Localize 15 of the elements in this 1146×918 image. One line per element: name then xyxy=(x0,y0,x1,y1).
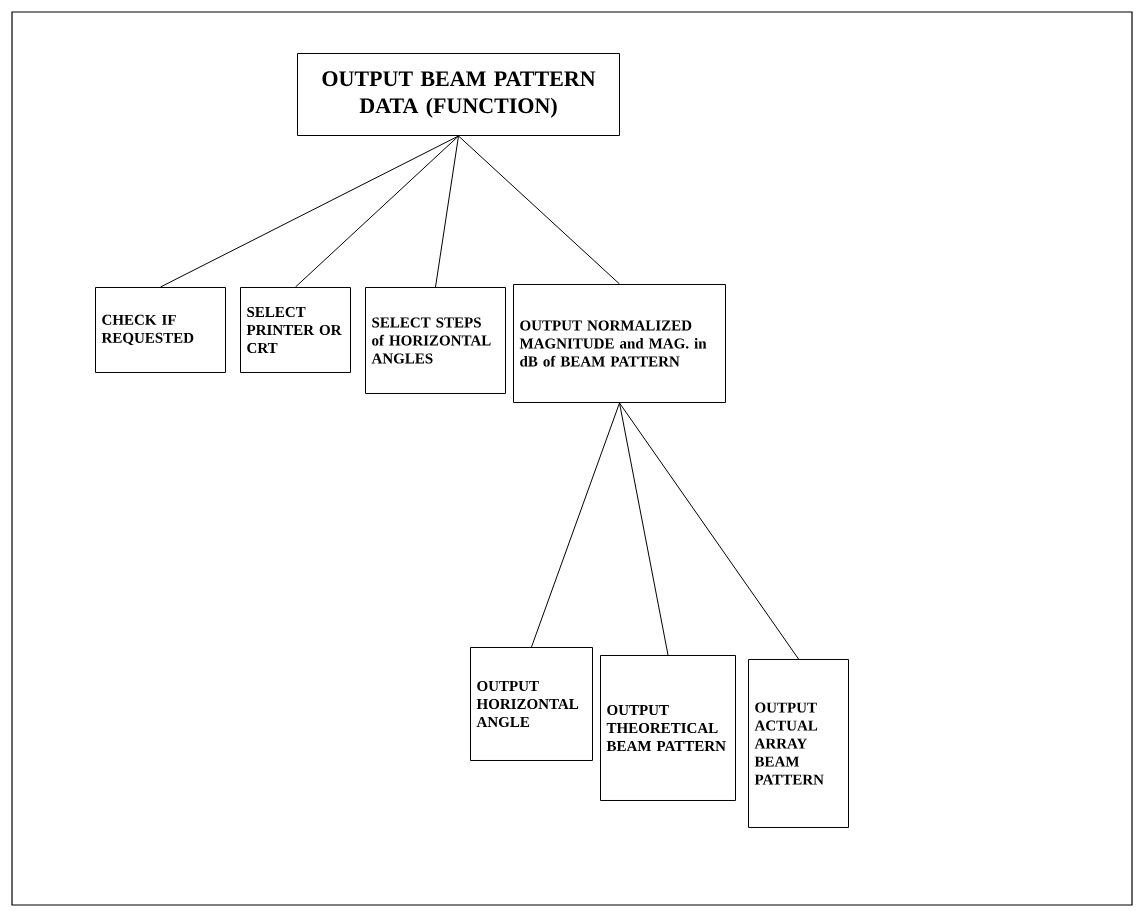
process-box: OUTPUT THEORETICAL BEAM PATTERN xyxy=(600,655,736,801)
process-box: OUTPUT HORIZONTAL ANGLE xyxy=(470,647,593,761)
title-box: OUTPUT BEAM PATTERN DATA (FUNCTION) xyxy=(297,53,620,136)
connector-line xyxy=(531,402,620,648)
process-box: OUTPUT NORMALIZED MAGNITUDE and MAG. in dB of BEAM PATTERN xyxy=(513,284,726,403)
connector-line xyxy=(435,135,459,288)
connector-line xyxy=(619,402,799,660)
connector-line xyxy=(160,135,459,288)
connector-line xyxy=(295,135,459,288)
connector-line xyxy=(619,402,669,656)
process-box: SELECT PRINTER OR CRT xyxy=(240,287,351,373)
process-box: CHECK IF REQUESTED xyxy=(95,287,226,373)
connector-line xyxy=(458,135,620,285)
process-box: SELECT STEPS of HORIZONTAL ANGLES xyxy=(365,287,506,394)
process-box: OUTPUT ACTUAL ARRAY BEAM PATTERN xyxy=(748,659,849,828)
